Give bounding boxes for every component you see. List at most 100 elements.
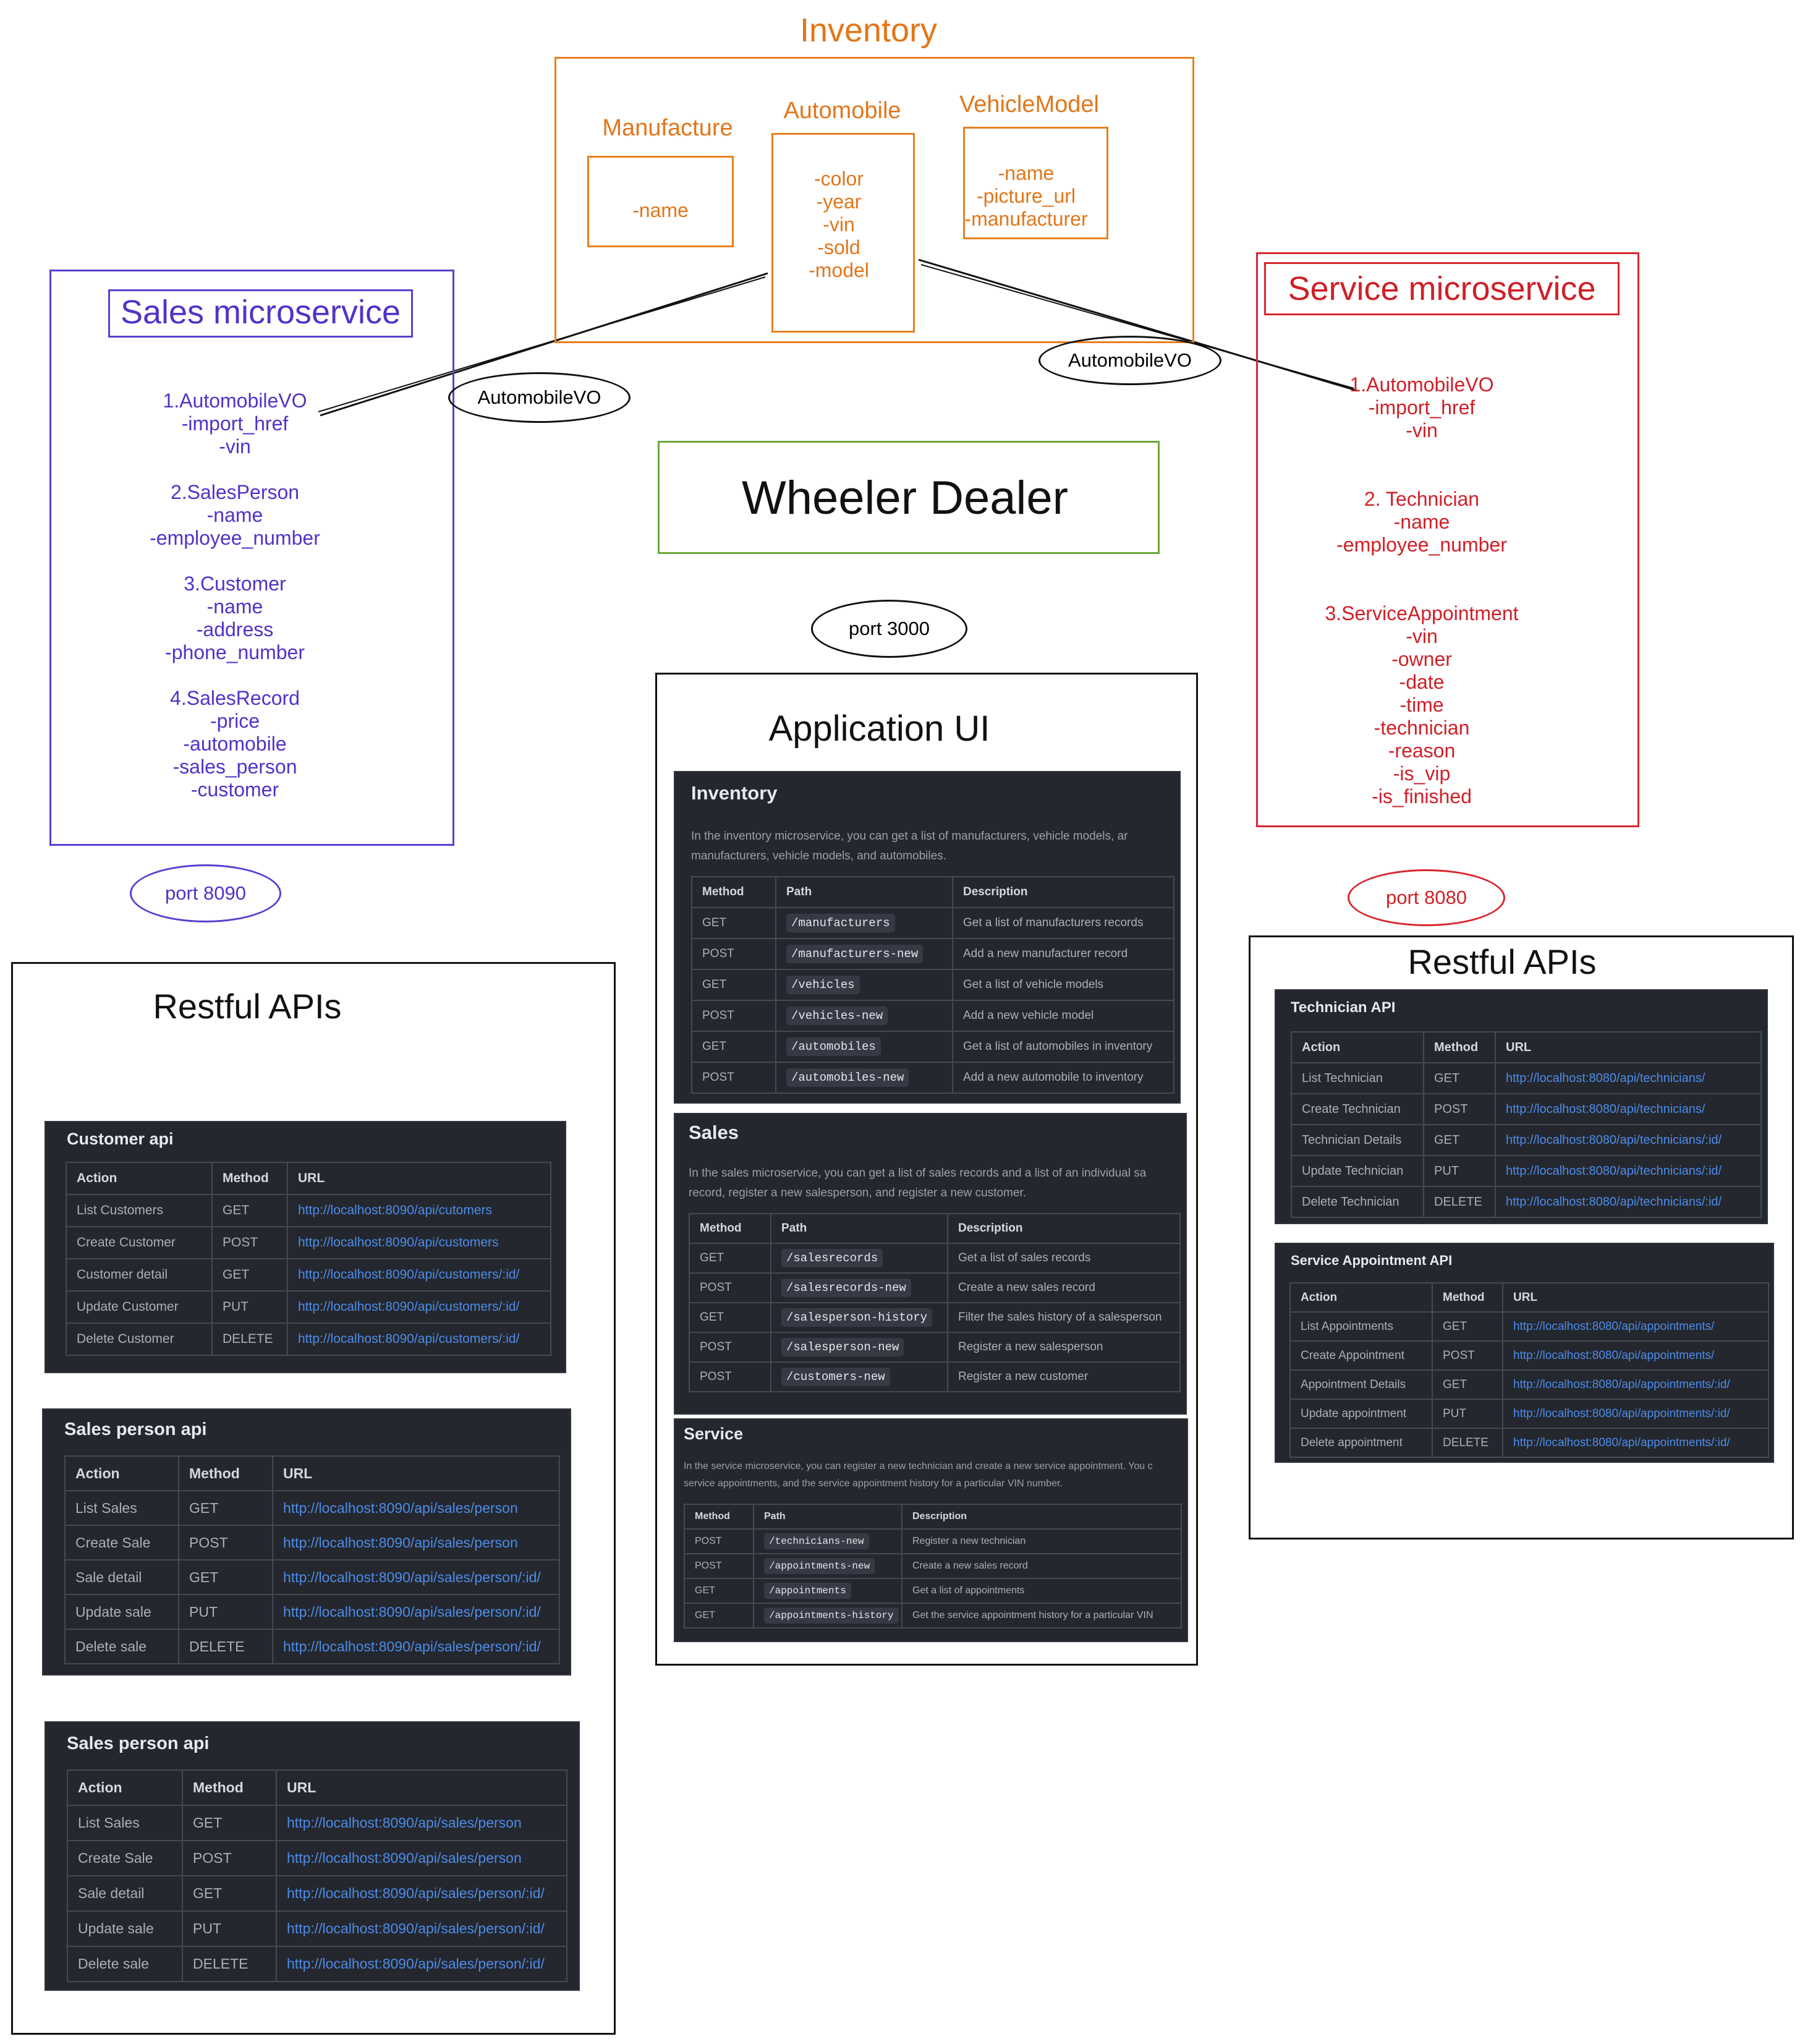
method-cell: GET (691, 907, 776, 939)
url-link[interactable]: http://localhost:8090/api/sales/person/:… (276, 1875, 567, 1912)
app-panel-desc: In the service microservice, you can reg… (684, 1461, 1153, 1489)
url-link[interactable]: http://localhost:8090/api/customers/:id/ (287, 1290, 551, 1324)
method-cell: PUT (1432, 1399, 1503, 1429)
path-code: /salesperson-new (781, 1338, 904, 1356)
method-cell: DELETE (178, 1629, 273, 1664)
description-cell: Get a list of sales records (947, 1243, 1181, 1274)
method-cell: GET (689, 1243, 771, 1274)
url-link[interactable]: http://localhost:8080/api/technicians/ (1495, 1062, 1762, 1094)
manufacture-box (587, 156, 734, 247)
app-panel-title: Inventory (691, 782, 778, 804)
description-cell: Get a list of automobiles in inventory (952, 1031, 1174, 1063)
col-action: Action (1291, 1031, 1424, 1063)
method-cell: GET (684, 1603, 754, 1629)
action-cell: Delete Customer (66, 1322, 213, 1356)
url-link[interactable]: http://localhost:8090/api/sales/person/:… (276, 1910, 567, 1947)
path-cell: /salesrecords-new (770, 1272, 948, 1303)
col-description: Description (947, 1213, 1181, 1244)
action-cell: Delete sale (67, 1946, 183, 1982)
col-url: URL (272, 1455, 560, 1491)
action-cell: Create Customer (66, 1226, 213, 1259)
port-8080: port 8080 (1348, 869, 1505, 926)
action-cell: Create Appointment (1289, 1340, 1433, 1371)
app-panel-title: Service (684, 1424, 744, 1443)
url-link[interactable]: http://localhost:8080/api/appointments/:… (1502, 1369, 1769, 1400)
method-cell: DELETE (1432, 1428, 1503, 1458)
method-cell: GET (182, 1875, 277, 1912)
table-row: GET/salesrecords Get a list of sales reco… (689, 1243, 1181, 1274)
path-cell: /vehicles (775, 969, 953, 1001)
url-link[interactable]: http://localhost:8090/api/customers/:id/ (287, 1258, 551, 1292)
service-microservice-title: Service microservice (1264, 262, 1620, 315)
path-code: /salesperson-history (781, 1308, 933, 1327)
url-link[interactable]: http://localhost:8090/api/sales/person (272, 1525, 560, 1561)
restful-left-box (11, 962, 616, 2035)
action-cell: List Sales (64, 1490, 179, 1526)
app-panel-inventory: Inventory In the inventory microservice,… (674, 771, 1181, 1104)
col-path: Path (753, 1504, 902, 1530)
path-code: /vehicles (786, 976, 860, 994)
action-cell: Delete Technician (1291, 1186, 1424, 1218)
sales-microservice-items: 1.AutomobileVO -import_href -vin 2.Sales… (150, 390, 320, 801)
url-link[interactable]: http://localhost:8090/api/cutomers (287, 1194, 551, 1227)
method-cell: PUT (1423, 1155, 1496, 1187)
method-cell: PUT (178, 1594, 273, 1630)
url-link[interactable]: http://localhost:8090/api/sales/person/:… (272, 1629, 560, 1664)
url-link[interactable]: http://localhost:8090/api/customers/:id/ (287, 1322, 551, 1356)
automobilevo-right: AutomobileVO (1038, 336, 1221, 385)
url-link[interactable]: http://localhost:8090/api/sales/person/:… (272, 1559, 560, 1595)
col-method: Method (1423, 1031, 1496, 1063)
col-action: Action (64, 1455, 179, 1491)
url-link[interactable]: http://localhost:8080/api/appointments/:… (1502, 1428, 1769, 1458)
path-cell: /appointments-history (753, 1603, 902, 1629)
url-link[interactable]: http://localhost:8090/api/customers (287, 1226, 551, 1259)
path-code: /salesrecords (781, 1249, 883, 1267)
url-link[interactable]: http://localhost:8080/api/appointments/ (1502, 1311, 1769, 1342)
url-link[interactable]: http://localhost:8090/api/sales/person/:… (276, 1946, 567, 1982)
action-cell: Customer detail (66, 1258, 213, 1292)
url-link[interactable]: http://localhost:8090/api/sales/person (276, 1805, 567, 1841)
description-cell: Get a list of appointments (901, 1578, 1182, 1604)
url-link[interactable]: http://localhost:8080/api/technicians/ (1495, 1093, 1762, 1125)
path-cell: /manufacturers (775, 907, 953, 939)
path-code: /customers-new (781, 1368, 890, 1386)
url-link[interactable]: http://localhost:8080/api/technicians/:i… (1495, 1186, 1762, 1218)
col-method: Method (182, 1769, 277, 1806)
wheeler-dealer-box (658, 441, 1160, 554)
url-link[interactable]: http://localhost:8090/api/sales/person (276, 1840, 567, 1876)
method-cell: GET (182, 1805, 277, 1841)
action-cell: Sale detail (67, 1875, 183, 1912)
vehicle-model-box (963, 127, 1108, 239)
url-link[interactable]: http://localhost:8090/api/sales/person/:… (272, 1594, 560, 1630)
col-url: URL (1502, 1282, 1769, 1313)
url-link[interactable]: http://localhost:8080/api/technicians/:i… (1495, 1124, 1762, 1156)
method-cell: GET (1423, 1062, 1496, 1094)
url-link[interactable]: http://localhost:8080/api/appointments/ (1502, 1340, 1769, 1371)
app-panel-desc: In the inventory microservice, you can g… (691, 830, 1128, 862)
action-cell: Update Customer (66, 1290, 213, 1324)
path-cell: /salesperson-new (770, 1332, 948, 1363)
description-cell: Get a list of manufacturers records (952, 907, 1174, 939)
url-link[interactable]: http://localhost:8090/api/sales/person (272, 1490, 560, 1526)
description-cell: Get a list of vehicle models (952, 969, 1174, 1001)
url-link[interactable]: http://localhost:8080/api/technicians/:i… (1495, 1155, 1762, 1187)
path-cell: /salesrecords (770, 1243, 948, 1274)
path-code: /salesrecords-new (781, 1279, 911, 1297)
col-path: Path (775, 876, 953, 908)
url-link[interactable]: http://localhost:8080/api/appointments/:… (1502, 1399, 1769, 1429)
method-cell: GET (691, 969, 776, 1001)
automobile-title: Automobile (783, 98, 901, 124)
method-cell: GET (1432, 1369, 1503, 1400)
